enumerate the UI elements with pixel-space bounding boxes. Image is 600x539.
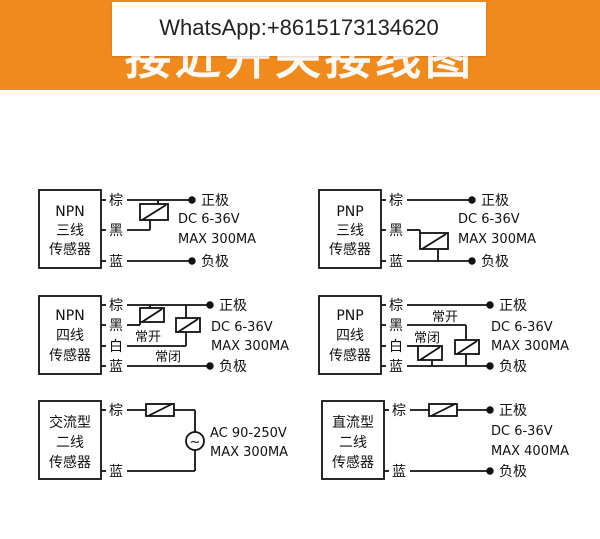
wire-label-blue: 蓝 (109, 464, 123, 480)
spec-voltage: AC 90-250V (210, 426, 287, 441)
spec-voltage: DC 6-36V (491, 424, 553, 439)
wire-label-brown: 棕 (109, 298, 123, 314)
spec-current: MAX 300MA (491, 339, 569, 354)
terminal-dot (188, 196, 196, 204)
wire-label-blue: 蓝 (389, 359, 403, 375)
wire-label-brown: 棕 (109, 193, 123, 209)
box-line-2: 三线 (56, 223, 84, 239)
spec-current: MAX 300MA (210, 445, 288, 460)
spec-current: MAX 300MA (458, 232, 536, 247)
wire-label-brown: 棕 (389, 298, 403, 314)
sensor-box (318, 295, 382, 375)
relay-coil (419, 232, 449, 250)
box-line-1: NPN (55, 308, 84, 324)
box-line-2: 三线 (336, 223, 364, 239)
spec-voltage: DC 6-36V (458, 212, 520, 227)
relay-coil-nc (417, 345, 443, 361)
box-line-1: NPN (55, 204, 84, 220)
relay-coil-no (139, 307, 165, 323)
box-line-2: 二线 (339, 435, 367, 451)
power-positive: 正极 (201, 193, 229, 209)
wire-label-brown: 棕 (109, 403, 123, 419)
wire-label-blue: 蓝 (389, 254, 403, 270)
wire-label-white: 白 (389, 339, 403, 355)
watermark: WhatsApp:+8615173134620 (112, 2, 486, 56)
wire-label-black: 黑 (389, 223, 403, 239)
power-negative: 负极 (499, 464, 527, 480)
terminal-dot (468, 196, 476, 204)
wire-label-blue: 蓝 (109, 359, 123, 375)
terminal-dot (486, 362, 494, 370)
terminal-dot (486, 301, 494, 309)
relay-coil-no (454, 339, 480, 355)
wire-label-white: 白 (109, 339, 123, 355)
box-line-1: 交流型 (49, 414, 91, 431)
spec-current: MAX 300MA (211, 339, 289, 354)
spec-voltage: DC 6-36V (211, 320, 273, 335)
power-negative: 负极 (499, 359, 527, 375)
terminal-dot (206, 301, 214, 309)
sensor-box (321, 400, 385, 480)
box-line-3: 传感器 (49, 454, 91, 471)
spec-voltage: DC 6-36V (491, 320, 553, 335)
wire-label-black: 黑 (109, 223, 123, 239)
power-positive: 正极 (499, 403, 527, 419)
contact-nc-label: 常闭 (414, 331, 440, 346)
power-negative: 负极 (201, 254, 229, 270)
box-line-2: 二线 (56, 435, 84, 451)
spec-current: MAX 400MA (491, 444, 569, 459)
wire-label-black: 黑 (109, 318, 123, 334)
relay-coil (139, 203, 169, 221)
power-positive: 正极 (499, 298, 527, 314)
box-line-3: 传感器 (332, 454, 374, 471)
box-line-3: 传感器 (329, 241, 371, 258)
box-line-3: 传感器 (49, 241, 91, 258)
box-line-2: 四线 (56, 328, 84, 344)
terminal-dot (486, 406, 494, 414)
sensor-box (38, 189, 102, 269)
relay-coil-nc (175, 317, 201, 333)
power-negative: 负极 (219, 359, 247, 375)
terminal-dot (468, 257, 476, 265)
sensor-box (38, 295, 102, 375)
terminal-dot (486, 467, 494, 475)
contact-no-label: 常开 (432, 310, 458, 325)
contact-nc-label: 常闭 (155, 350, 181, 365)
diagram-ac-2wire: 交流型 二线 传感器 棕 蓝 ~ AC 90-250V MAX 300MA (38, 400, 288, 480)
box-line-3: 传感器 (49, 347, 91, 364)
spec-current: MAX 300MA (178, 232, 256, 247)
diagram-pnp-4wire: PNP 四线 传感器 棕 黑 白 蓝 常开 常闭 正极 负极 DC 6-36V … (318, 295, 569, 375)
diagram-npn-4wire: NPN 四线 传感器 棕 黑 白 蓝 常开 常闭 正极 负极 DC 6-36V … (38, 295, 289, 375)
sensor-box (318, 189, 382, 269)
terminal-dot (206, 362, 214, 370)
wire-label-brown: 棕 (392, 403, 406, 419)
diagram-pnp-3wire: PNP 三线 传感器 棕 黑 蓝 正极 负极 DC 6-36V MAX 300M… (318, 189, 536, 270)
wire-label-blue: 蓝 (109, 254, 123, 270)
power-positive: 正极 (481, 193, 509, 209)
wire-label-blue: 蓝 (392, 464, 406, 480)
contact-no-label: 常开 (135, 330, 161, 345)
power-negative: 负极 (481, 254, 509, 270)
box-line-3: 传感器 (329, 347, 371, 364)
diagram-npn-3wire: NPN 三线 传感器 棕 黑 蓝 正极 负极 DC 6-36V MAX 300M… (38, 189, 256, 270)
box-line-1: PNP (336, 204, 363, 220)
terminal-dot (188, 257, 196, 265)
wire-label-brown: 棕 (389, 193, 403, 209)
power-positive: 正极 (219, 298, 247, 314)
spec-voltage: DC 6-36V (178, 212, 240, 227)
diagram-dc-2wire: 直流型 二线 传感器 棕 蓝 正极 负极 DC 6-36V MAX 400MA (321, 400, 569, 480)
wire-label-black: 黑 (389, 318, 403, 334)
box-line-2: 四线 (336, 328, 364, 344)
sensor-box (38, 400, 102, 480)
box-line-1: 直流型 (332, 414, 374, 431)
ac-source-symbol: ~ (190, 435, 201, 450)
box-line-1: PNP (336, 308, 363, 324)
watermark-text: WhatsApp:+8615173134620 (159, 15, 439, 40)
